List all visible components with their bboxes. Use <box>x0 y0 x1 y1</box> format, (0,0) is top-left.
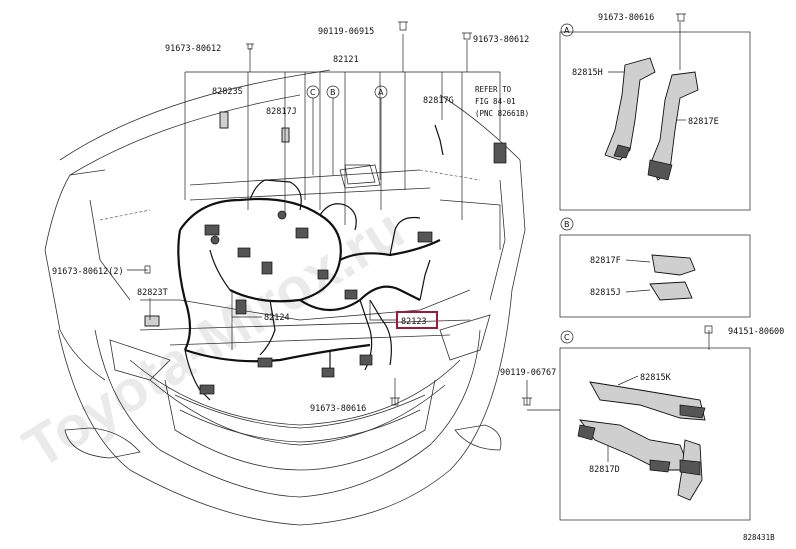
callout-82817j: 82817J <box>266 107 297 117</box>
circle-ref-a <box>374 85 388 99</box>
callout-82817d: 82817D <box>589 465 620 475</box>
small-parts <box>144 111 507 327</box>
panel-c-letter: C <box>564 333 570 342</box>
circle-ref-c <box>306 85 320 99</box>
main-callouts: 90119-06915 91673-80612 91673-80612 8212… <box>52 27 784 542</box>
callout-82121: 82121 <box>333 55 359 65</box>
circle-ref-a-label: A <box>378 88 384 97</box>
panel-b-letter: B <box>564 220 570 229</box>
detail-panel-a: A 91673-80616 82815H 82817E <box>559 13 751 211</box>
circle-ref-b <box>326 85 340 99</box>
vehicle-outline <box>44 69 526 526</box>
panel-a-letter: A <box>564 26 570 35</box>
callout-91673-80612-2: 91673-80612(2) <box>52 267 124 277</box>
callout-82817e: 82817E <box>688 117 719 127</box>
diagram-number: 828431B <box>743 533 775 542</box>
refer-line-3: (PNC 82661B) <box>475 109 529 118</box>
fastener-icons <box>144 13 713 406</box>
highlight-box-82123 <box>396 311 438 329</box>
callout-91673-80612-right: 91673-80612 <box>473 35 529 45</box>
callout-82817g: 82817G <box>423 96 454 106</box>
callout-82817f: 82817F <box>590 256 621 266</box>
callout-90119-06767: 90119-06767 <box>500 368 556 378</box>
callout-82815h: 82815H <box>572 68 603 78</box>
leader-lines <box>127 34 710 411</box>
detail-panel-c: C 82815K 82817D <box>559 330 751 521</box>
refer-line-2: FIG 84-01 <box>475 97 516 106</box>
callout-82815k: 82815K <box>640 373 672 383</box>
callout-91673-80612-top: 91673-80612 <box>165 44 221 54</box>
callout-90119-06915: 90119-06915 <box>318 27 374 37</box>
callout-82123: 82123 <box>401 317 427 327</box>
callout-82823t: 82823T <box>137 288 168 298</box>
callout-82823s: 82823S <box>212 87 243 97</box>
circle-ref-c-label: C <box>310 88 316 97</box>
detail-panel-b: B 82817F 82815J <box>559 217 751 318</box>
refer-line-1: REFER TO <box>475 85 512 94</box>
callout-91673-80616: 91673-80616 <box>310 404 366 414</box>
callout-94151-80600: 94151-80600 <box>728 327 784 337</box>
callout-82124: 82124 <box>264 313 290 323</box>
circle-ref-b-label: B <box>330 88 336 97</box>
panel-a-top-callout: 91673-80616 <box>598 13 654 23</box>
callout-82815j: 82815J <box>590 288 621 298</box>
